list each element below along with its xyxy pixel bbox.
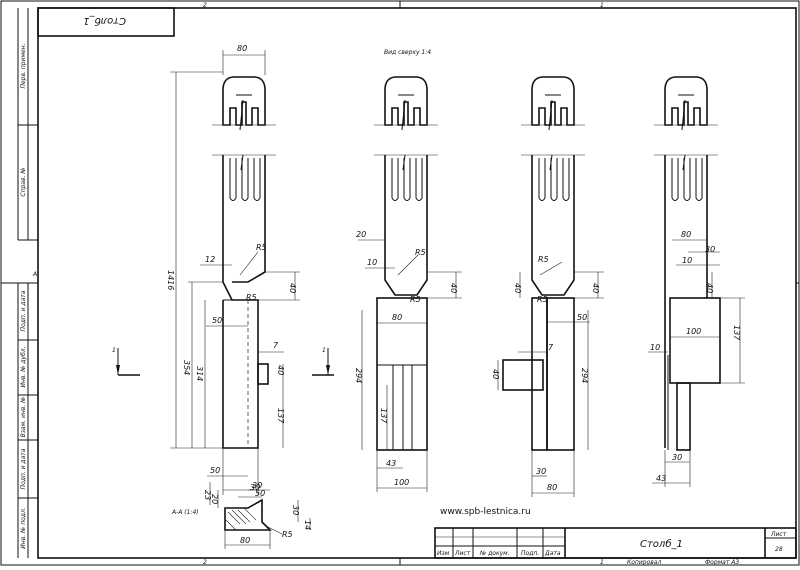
dim-v2-20: 20: [356, 230, 366, 239]
dim-d-20: 20: [210, 494, 219, 504]
dim-v4-40: 40: [705, 283, 714, 293]
website-text: www.spb-lestnica.ru: [440, 507, 531, 517]
dim-v3-40c: 40: [491, 369, 500, 379]
dim-v3-r5a: R5: [538, 255, 549, 264]
title-block: Изм Лист № докум. Подп. Дата Столб_1 Лис…: [434, 527, 797, 566]
dim-v2-r5a: R5: [415, 248, 426, 257]
side-label-1: Справ. №: [20, 167, 27, 196]
dim-v4-30: 30: [705, 245, 715, 254]
zone-top-right: 1: [600, 2, 604, 9]
side-label-4: Взам. инв. №: [20, 397, 27, 438]
zone-bottom-left: 2: [203, 559, 207, 566]
dim-v3-80: 80: [547, 483, 557, 492]
dim-v1-50b: 50: [210, 466, 220, 475]
dim-v2-100: 100: [394, 478, 409, 487]
dim-v1-30: 30: [252, 481, 262, 490]
dim-v3-30: 30: [536, 467, 546, 476]
copied-label: Копировал: [627, 559, 661, 566]
dim-v2-40: 40: [449, 283, 458, 293]
tb-header-sign: Подп.: [521, 550, 539, 557]
dim-v1-314: 314: [195, 366, 204, 381]
side-label-2: Подп. и дата: [20, 290, 27, 331]
arrow-label-right: 1: [322, 347, 326, 354]
side-label-6: Инв. № подл.: [20, 507, 27, 548]
dim-v2-r5b: R5: [410, 295, 421, 304]
dim-v4-10: 10: [682, 256, 692, 265]
detail-section: А-А (1:4) 23 20 50 30 30 14 R5 80: [171, 482, 312, 549]
dim-v1-50: 50: [212, 316, 222, 325]
dim-d-r5: R5: [282, 530, 293, 539]
dim-v3-294: 294: [580, 368, 589, 383]
dim-v2-80: 80: [392, 313, 402, 322]
dim-v4-43: 43: [656, 474, 666, 483]
dim-v4-30b: 30: [672, 453, 682, 462]
dim-v1-137: 137: [276, 408, 285, 424]
dim-v1-354: 354: [182, 360, 191, 375]
format-label: Формат A3: [705, 559, 739, 566]
dim-v2-137: 137: [379, 408, 388, 424]
dim-d-14: 14: [303, 520, 312, 530]
side-label-5: Подп. и дата: [20, 448, 27, 489]
arrow-label-left: 1: [112, 347, 116, 354]
dim-v1-total: 1416: [166, 270, 175, 290]
dim-v1-40b: 40: [276, 365, 285, 375]
dim-v3-40a: 40: [513, 283, 522, 293]
dim-v2-294: 294: [354, 368, 363, 383]
dim-v1-r5a: R5: [256, 243, 267, 252]
dim-v1-r5b: R5: [246, 293, 257, 302]
dim-v3-r5b: R5: [537, 295, 548, 304]
view-4: 80 30 10 40 137 100 10 30 43: [648, 76, 745, 487]
dim-v1-width: 80: [237, 44, 247, 53]
mirrored-stamp-title: Столб_1: [83, 15, 126, 27]
dim-v2-43: 43: [386, 459, 396, 468]
side-label-0: Перв. примен.: [20, 43, 27, 88]
dim-d-30a: 30: [250, 483, 260, 492]
dim-v1-7: 7: [273, 341, 279, 350]
dim-v2-10: 10: [367, 258, 377, 267]
view-2: Вид сверху 1:4 20 10 R5 R5 40 80 294 137…: [354, 49, 462, 492]
sheet-label: Лист: [770, 531, 787, 538]
sheet-number: 28: [775, 546, 783, 553]
side-label-3: Инв. № дубл.: [20, 346, 27, 387]
tb-header-doc: № докум.: [479, 550, 510, 557]
dim-v4-80: 80: [681, 230, 691, 239]
inner-frame: [37, 7, 797, 559]
zone-side-label: A: [32, 271, 37, 278]
view-1: 80 1416 354 314 12 R5 R5 40 50 7 40 137 …: [166, 44, 300, 495]
dim-v3-50: 50: [577, 313, 587, 322]
dim-d-50: 50: [255, 489, 265, 498]
dim-v3-7: 7: [548, 343, 554, 352]
dim-d-23: 23: [203, 490, 212, 500]
dim-d-30b: 30: [291, 505, 300, 515]
dim-d-80: 80: [240, 536, 250, 545]
tb-header-izm: Изм: [437, 550, 450, 557]
mirrored-stamp: [37, 7, 175, 37]
zone-bottom-right: 1: [600, 559, 604, 566]
section-label: Вид сверху 1:4: [384, 49, 431, 56]
drawing-title: Столб_1: [640, 538, 683, 550]
dim-v3-40b: 40: [591, 283, 600, 293]
dim-v1-40a: 40: [288, 283, 297, 293]
section-label-small: А-А (1:4): [171, 509, 199, 516]
tb-header-date: Дата: [544, 550, 561, 557]
tb-header-list: Лист: [454, 550, 471, 557]
zone-top-left: 2: [203, 2, 207, 9]
dim-v4-10b: 10: [650, 343, 660, 352]
dim-v1-12: 12: [205, 255, 215, 264]
dim-v4-137: 137: [732, 325, 741, 341]
dim-v4-100: 100: [686, 327, 701, 336]
view-3: R5 R5 40 40 50 7 40 294 30 80: [491, 76, 604, 497]
